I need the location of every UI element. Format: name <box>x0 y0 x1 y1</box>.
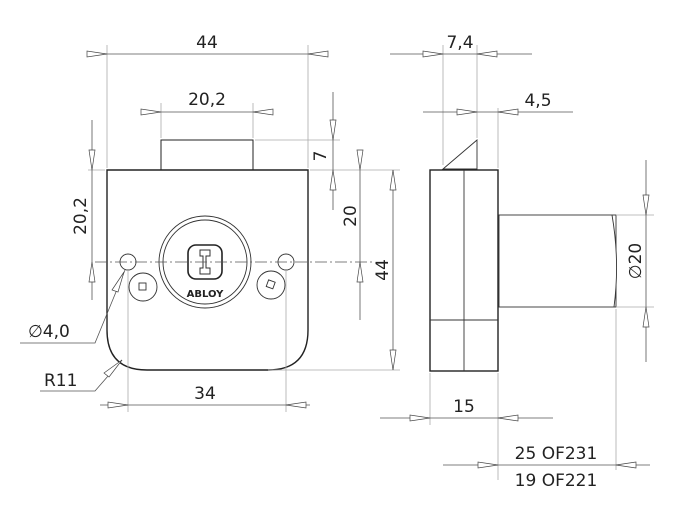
screw-left-square <box>138 282 147 291</box>
keyway-slot <box>199 249 211 275</box>
dim-cylinder-diameter: ∅20 <box>626 243 646 279</box>
front-view: ABLOY <box>95 139 372 371</box>
dim-hole-spacing: 34 <box>194 384 216 404</box>
screw-right-square <box>265 279 276 290</box>
dim-height-total: 44 <box>373 259 393 281</box>
dim-cylinder-length-1: 25 OF231 <box>515 444 598 464</box>
dim-cylinder-length-2: 19 OF221 <box>515 471 598 491</box>
side-view <box>429 139 618 372</box>
dim-bolt-width: 20,2 <box>188 90 226 110</box>
dim-left-height: 20,2 <box>71 197 91 235</box>
dim-width-total: 44 <box>196 33 218 53</box>
side-dimensions: 7,4 4,5 15 25 OF231 19 OF221 ∅20 <box>380 33 654 491</box>
side-bolt <box>441 139 478 170</box>
dim-bolt-depth: 7,4 <box>446 33 473 53</box>
cylinder <box>498 214 617 308</box>
bolt <box>160 139 254 172</box>
brand-logo: ABLOY <box>187 289 225 300</box>
dimension-arrows <box>86 50 650 469</box>
dim-center-height: 20 <box>341 205 361 227</box>
dim-hole-diameter: ∅4,0 <box>28 322 70 342</box>
dim-radius: R11 <box>44 371 77 391</box>
dim-body-depth: 15 <box>453 397 475 417</box>
dim-bolt-projection: 7 <box>311 151 331 162</box>
dim-bolt-offset: 4,5 <box>524 91 551 111</box>
